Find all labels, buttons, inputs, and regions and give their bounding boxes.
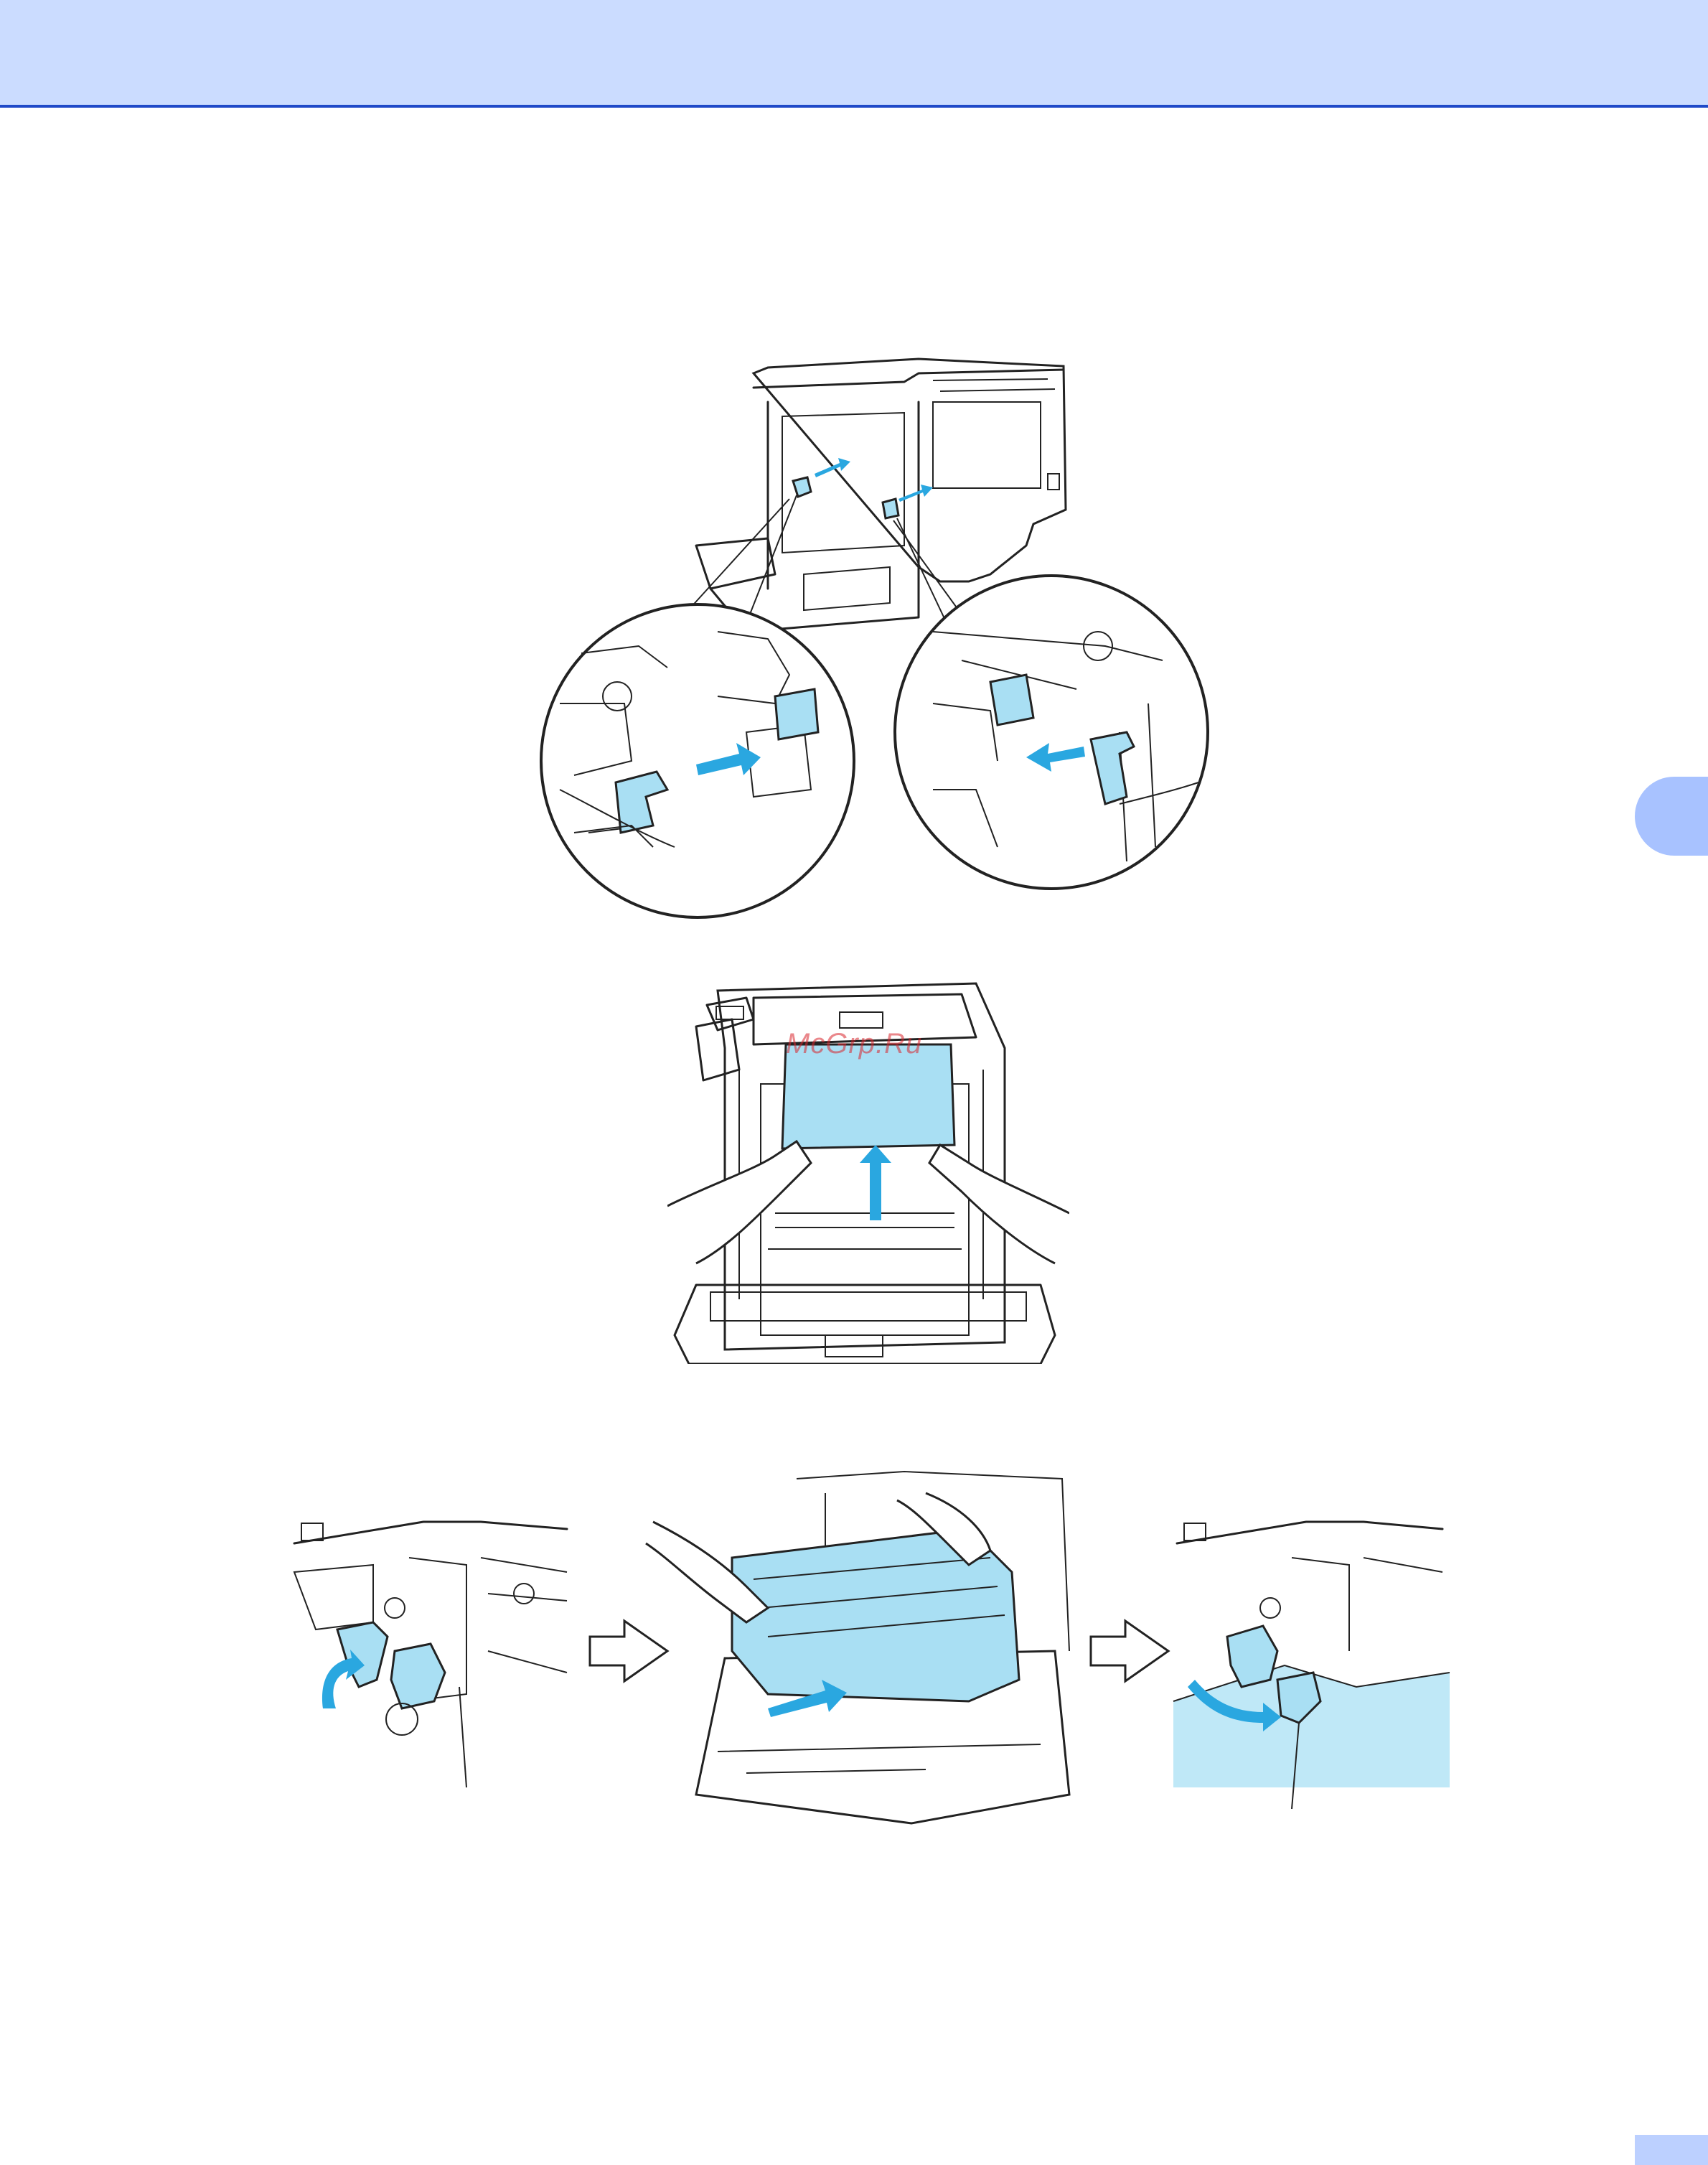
- step-arrow-1: [590, 1621, 667, 1681]
- lever-lock-panel: [1173, 1522, 1450, 1809]
- printer-protective-parts-illustration: [531, 330, 1220, 919]
- lever: [337, 1622, 388, 1687]
- gear: [391, 1644, 445, 1708]
- gear: [1227, 1626, 1277, 1687]
- drum-unit-lever-sequence-illustration: [280, 1464, 1464, 1838]
- lever-callout-line: [459, 1687, 466, 1787]
- header-band: [0, 0, 1708, 108]
- step-arrow-2: [1091, 1621, 1168, 1681]
- drum-insert-panel: [646, 1472, 1069, 1823]
- left-detail-circle: [541, 604, 854, 917]
- chapter-tab[interactable]: [1635, 777, 1708, 856]
- right-detail-circle: [895, 576, 1208, 889]
- watermark: McGrp.Ru: [786, 1028, 922, 1060]
- lever-release-panel: [294, 1522, 567, 1787]
- page-number-tab: [1635, 2135, 1708, 2165]
